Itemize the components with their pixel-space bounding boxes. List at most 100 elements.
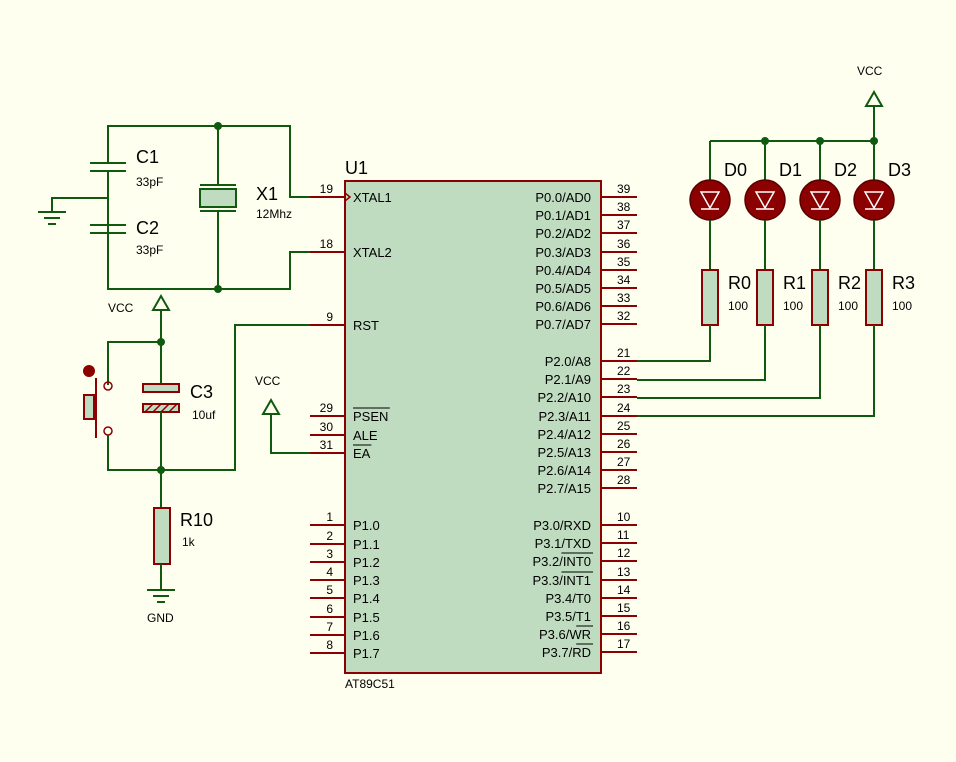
resistor-r10[interactable]: R10 1k xyxy=(153,507,213,565)
led-d1[interactable]: D1 xyxy=(744,141,802,270)
led-ref: D2 xyxy=(834,160,857,180)
pin-number: 4 xyxy=(326,565,333,579)
pin-number: 37 xyxy=(617,218,631,232)
led-body xyxy=(799,179,841,221)
pin-name: EA xyxy=(353,446,371,461)
ground-symbol-osc xyxy=(38,197,108,225)
pin-number: 6 xyxy=(326,602,333,616)
pin-number: 36 xyxy=(617,237,631,251)
pin-number: 5 xyxy=(326,583,333,597)
capacitor-c1[interactable]: C1 33pF xyxy=(90,147,163,189)
pin-number: 7 xyxy=(326,620,333,634)
resistor-body xyxy=(756,269,774,326)
pin-name: P1.5 xyxy=(353,610,380,625)
power-arrow-icon xyxy=(864,89,884,107)
pin-name: P3.1/TXD xyxy=(535,536,591,551)
pin-number: 22 xyxy=(617,364,631,378)
led-ref: D3 xyxy=(888,160,911,180)
pin-name: P2.7/A15 xyxy=(538,481,592,496)
pin-name: P0.2/AD2 xyxy=(535,226,591,241)
pin-name: RST xyxy=(353,318,379,333)
pin-number: 29 xyxy=(320,401,334,415)
resistor-value: 100 xyxy=(728,299,748,313)
resistor-value: 100 xyxy=(783,299,803,313)
pin-name: P0.0/AD0 xyxy=(535,190,591,205)
mcu-body[interactable] xyxy=(344,180,602,674)
pin-name: ALE xyxy=(353,428,378,443)
pin-name: P3.6/WR xyxy=(539,627,591,642)
pin-number: 21 xyxy=(617,346,631,360)
mcu-part: AT89C51 xyxy=(345,677,395,691)
wire-p22 xyxy=(637,325,821,399)
mcu-u1[interactable]: U1 AT89C51 xyxy=(344,158,602,691)
pin-name: P0.4/AD4 xyxy=(535,263,591,278)
pin-name: P1.1 xyxy=(353,537,380,552)
crystal-body xyxy=(199,188,237,208)
pin-number: 13 xyxy=(617,565,631,579)
c1-ref: C1 xyxy=(136,147,159,167)
led-d2[interactable]: D2 xyxy=(799,141,857,270)
pin-number: 30 xyxy=(320,420,334,434)
vcc-label: VCC xyxy=(255,374,281,388)
diode-arrow-icon xyxy=(809,191,831,210)
led-ref: D0 xyxy=(724,160,747,180)
pin-number: 8 xyxy=(326,638,333,652)
pin-name: P1.7 xyxy=(353,646,380,661)
pin-number: 19 xyxy=(320,182,334,196)
mcu-left-pins: 19XTAL118XTAL29RST29PSEN30ALE31EA1P1.02P… xyxy=(310,182,392,661)
resistor-value: 100 xyxy=(892,299,912,313)
pin-name: P0.1/AD1 xyxy=(535,208,591,223)
led-d3[interactable]: D3 xyxy=(853,141,911,270)
pin-name: P2.5/A13 xyxy=(538,445,592,460)
pin-name: P2.1/A9 xyxy=(545,372,591,387)
pin-number: 17 xyxy=(617,637,631,651)
pin-number: 18 xyxy=(320,237,334,251)
pin-number: 32 xyxy=(617,309,631,323)
led-body xyxy=(744,179,786,221)
switch-knob xyxy=(83,365,95,377)
pin-number: 31 xyxy=(320,438,334,452)
junction-dot xyxy=(214,285,222,293)
c1-value: 33pF xyxy=(136,175,163,189)
pin-number: 38 xyxy=(617,200,631,214)
pin-number: 25 xyxy=(617,419,631,433)
wire-switch-bottom xyxy=(107,435,161,471)
pin-name: XTAL1 xyxy=(353,190,392,205)
vcc-symbol-leds: VCC xyxy=(857,64,884,107)
pin-name: P3.7/RD xyxy=(542,645,591,660)
pin-number: 26 xyxy=(617,437,631,451)
pin-name: P1.0 xyxy=(353,518,380,533)
pin-name: P0.3/AD3 xyxy=(535,245,591,260)
r10-body xyxy=(153,507,171,565)
capacitor-c2[interactable]: C2 33pF xyxy=(90,218,163,289)
vcc-label: VCC xyxy=(108,301,134,315)
capacitor-c3[interactable]: C3 10uf xyxy=(142,382,216,422)
oscillator-circuit: C1 33pF C2 33pF X1 12Mhz xyxy=(38,122,310,293)
pin-name: P1.2 xyxy=(353,555,380,570)
wire-xtal1 xyxy=(107,125,310,198)
vcc-label: VCC xyxy=(857,64,883,78)
c3-ref: C3 xyxy=(190,382,213,402)
c2-value: 33pF xyxy=(136,243,163,257)
wire-p21 xyxy=(637,325,766,381)
pin-name: P2.2/A10 xyxy=(538,390,592,405)
pin-number: 14 xyxy=(617,583,631,597)
crystal-x1[interactable]: X1 12Mhz xyxy=(199,184,292,221)
pin-number: 33 xyxy=(617,291,631,305)
pin-name: P3.2/INT0 xyxy=(532,554,591,569)
pin-number: 1 xyxy=(326,510,333,524)
resistor-ref: R0 xyxy=(728,273,751,293)
led-d0[interactable]: D0 xyxy=(689,141,747,270)
c3-hatch xyxy=(144,403,154,413)
x1-ref: X1 xyxy=(256,184,278,204)
r10-value: 1k xyxy=(182,535,196,549)
resistor-ref: R1 xyxy=(783,273,806,293)
x1-value: 12Mhz xyxy=(256,207,292,221)
r10-ref: R10 xyxy=(180,510,213,530)
resistor-ref: R2 xyxy=(838,273,861,293)
